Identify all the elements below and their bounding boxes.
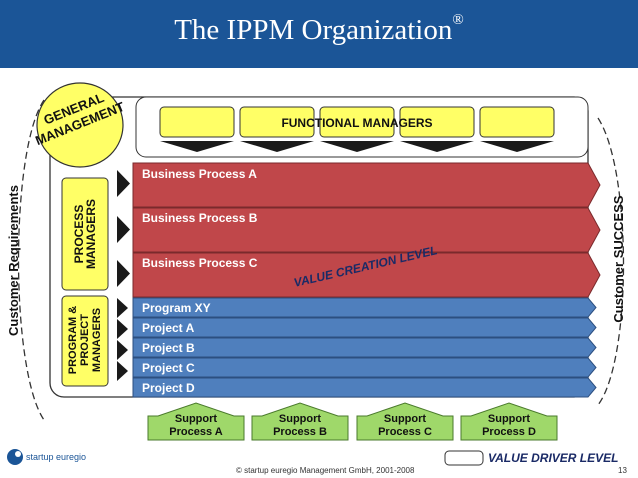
business-process-label: Business Process B xyxy=(142,211,258,225)
right-arrow xyxy=(117,319,128,339)
customer-requirements-label: Customer Requirements xyxy=(6,185,21,336)
logo-icon xyxy=(7,449,23,465)
program-project-managers-label: PROGRAM & PROJECT MANAGERS xyxy=(67,305,103,375)
functional-manager-box xyxy=(239,106,315,138)
right-arrow xyxy=(117,260,130,287)
right-arrow xyxy=(117,340,128,360)
support-process-arrow xyxy=(147,402,245,441)
logo-icon-dot xyxy=(15,451,21,457)
functional-manager-box xyxy=(399,106,475,138)
project-label: Project D xyxy=(142,381,195,395)
right-arrow xyxy=(117,361,128,381)
business-process-arrow xyxy=(132,252,601,298)
customer-success-bracket xyxy=(597,117,625,406)
project-arrow xyxy=(132,337,597,358)
legend-label: VALUE DRIVER LEVEL xyxy=(488,451,619,465)
down-arrow xyxy=(160,141,234,152)
project-arrow xyxy=(132,377,597,398)
project-label: Project C xyxy=(142,361,195,375)
functional-manager-box xyxy=(159,106,235,138)
functional-manager-box xyxy=(319,106,395,138)
right-arrow xyxy=(117,170,130,197)
process-managers-box xyxy=(61,177,109,291)
functional-manager-box xyxy=(479,106,555,138)
business-process-arrow xyxy=(132,162,601,208)
page-number: 13 xyxy=(618,466,627,475)
business-process-arrow xyxy=(132,207,601,253)
functional-managers-label: FUNCTIONAL MANAGERS xyxy=(281,116,433,130)
general-management-circle xyxy=(36,82,124,168)
project-arrow xyxy=(132,297,597,318)
project-arrow xyxy=(132,357,597,378)
process-managers-label: PROCESS MANAGERS xyxy=(72,199,98,270)
page-title: The IPPM Organization® xyxy=(174,12,464,46)
business-process-label: Business Process C xyxy=(142,256,258,270)
copyright-text: © startup euregio Management GmbH, 2001-… xyxy=(236,466,415,475)
logo-text: startup euregio xyxy=(26,452,87,462)
support-process-arrow xyxy=(460,402,558,441)
right-arrow xyxy=(117,216,130,243)
project-label: Project B xyxy=(142,341,195,355)
header-bar xyxy=(0,0,638,68)
down-arrow xyxy=(320,141,394,152)
support-process-arrow xyxy=(251,402,349,441)
right-arrow xyxy=(117,298,128,318)
program-project-managers-box xyxy=(61,295,109,387)
business-process-label: Business Process A xyxy=(142,167,257,181)
customer-success-label: Customer SUCCESS xyxy=(611,195,626,323)
down-arrow xyxy=(400,141,474,152)
down-arrow xyxy=(240,141,314,152)
legend-swatch xyxy=(444,450,484,466)
down-arrow xyxy=(480,141,554,152)
project-label: Project A xyxy=(142,321,195,335)
program-label: Program XY xyxy=(142,301,211,315)
support-process-arrow xyxy=(356,402,454,441)
project-arrow xyxy=(132,317,597,338)
